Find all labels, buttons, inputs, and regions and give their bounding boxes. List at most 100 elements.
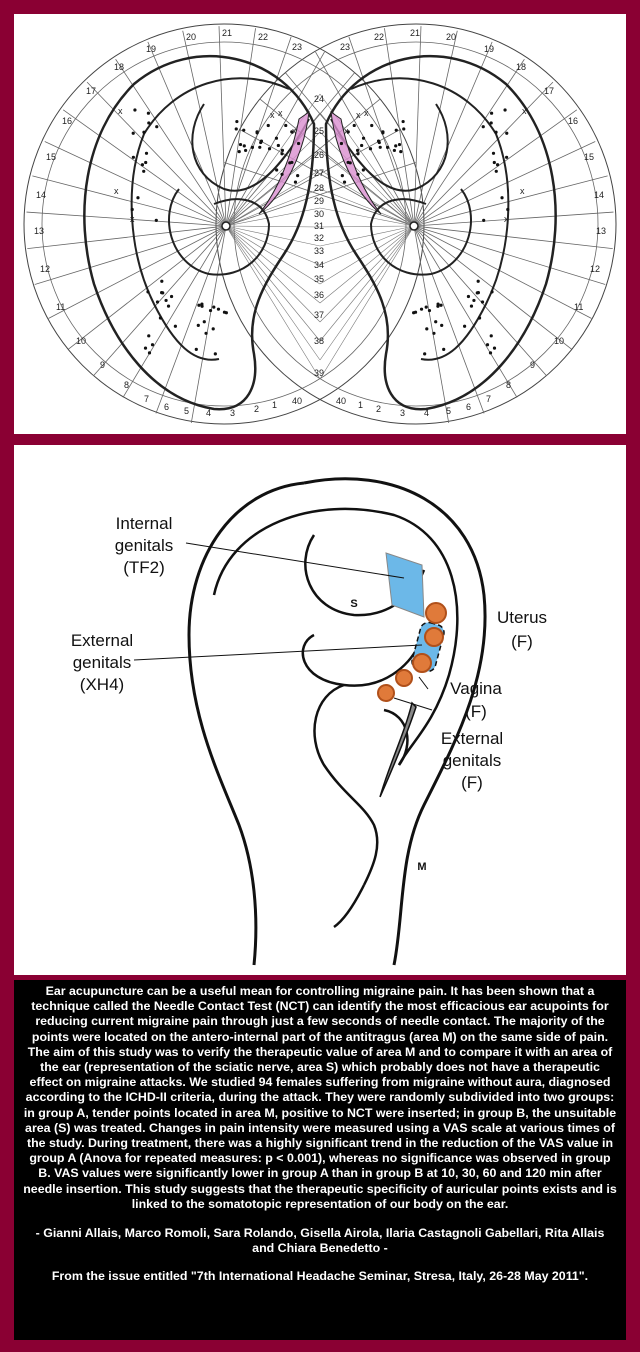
left-concha [168,188,271,276]
left-sector-5: 5 [184,406,189,416]
center-ray [225,225,321,323]
center-ray [225,225,321,285]
sector-ray [417,175,608,226]
acupoint-dot [370,123,374,128]
acupoint-dot [425,327,429,331]
center-sector-34: 34 [314,260,324,270]
svg-text:External: External [441,729,503,748]
sector-ray [44,141,223,225]
vagina-leader [418,676,429,690]
acupoint-dot [489,121,493,125]
acupoint-dot [160,279,164,283]
acupoint-dot [142,130,146,134]
right-sector-22: 22 [374,32,384,42]
center-ray [319,225,415,323]
ear-point-map-panel: 20 21 22 23 19 18 17 16 15 14 13 12 11 1… [14,14,626,434]
acupoint-dot [394,144,398,148]
center-sector-39: 39 [314,368,324,378]
acupoint-dot [402,127,406,131]
acupoint-dot [394,128,398,132]
acupoint-dot [376,139,381,143]
acupoint-dot [423,352,427,356]
acupoint-dot [147,121,151,125]
center-ray [225,188,321,227]
sector-ray [229,162,416,226]
acupoint-dot [276,143,280,148]
svg-text:(F): (F) [461,773,483,792]
x-marker: x [118,106,123,116]
ear-point-map: 20 21 22 23 19 18 17 16 15 14 13 12 11 1… [23,23,617,425]
acupoint-dot [490,290,494,294]
acupoint-dot [284,123,288,128]
center-sector-30: 30 [314,209,324,219]
svg-text:genitals: genitals [115,536,174,555]
left-sector-14: 14 [36,190,46,200]
center-sector-24: 24 [314,94,324,104]
svg-text:Vagina: Vagina [450,679,502,698]
center-sector-31: 31 [314,221,324,231]
acupoint-dot [150,343,155,347]
external-genitals-xh4-label: External genitals (XH4) [71,631,133,694]
sector-ray [155,229,225,414]
left-outer-circle [23,23,425,425]
sector-ray [416,81,554,224]
right-sector-4: 4 [424,408,429,418]
acupoint-dot [250,145,255,150]
right-sector-3: 3 [400,408,405,418]
right-antihelix [330,103,449,192]
left-sector-8: 8 [124,380,129,390]
x-marker: x [278,108,283,118]
svg-text:(TF2): (TF2) [123,558,165,577]
center-sector-28: 28 [314,183,324,193]
x-marker: x [356,110,361,120]
external-genitals-xh4-leader [133,644,423,661]
right-sector-20: 20 [446,32,456,42]
acupoint-dot [211,327,215,331]
left-sector-3: 3 [230,408,235,418]
x-marker: x [344,126,349,136]
left-center-point [221,221,231,231]
svg-text:genitals: genitals [73,653,132,672]
right-sector-12: 12 [590,264,600,274]
right-helix-inner [350,77,510,361]
right-sector-11: 11 [574,302,583,312]
sector-ray [122,229,225,398]
x-marker: x [130,214,135,224]
acupoint-dot [424,305,428,309]
left-inner-circle [41,41,407,407]
internal-genitals-leader [185,542,405,579]
acupoint-dot [147,351,152,355]
acupoint-dot [280,148,285,152]
left-sector-13: 13 [34,226,44,236]
center-ray [225,225,321,342]
acupoint-dot [427,308,432,313]
svg-text:(F): (F) [511,632,533,651]
acupoint-dot [381,131,385,135]
acupoint-dot [469,304,474,308]
left-sector-23: 23 [292,42,302,52]
sector-ray [115,59,225,223]
right-sector-2: 2 [376,404,381,414]
acupoint-dot [222,310,227,314]
acupoint-dot [173,324,177,328]
center-ray [225,150,321,227]
vagina-label: Vagina (F) [450,679,502,721]
sector-ray [415,229,485,414]
right-center-point [409,221,419,231]
acupoint-dot [361,168,365,172]
acupoint-dot [472,298,476,303]
right-ear-outline [324,54,557,411]
x-marker: x [292,126,297,136]
right-concha [369,188,472,276]
acupoint-dot [296,174,300,178]
acupoint-dot [481,125,485,129]
acupoint-dot [346,130,350,134]
acupoint-dot [346,160,350,165]
center-ray [319,225,415,361]
left-sector-15: 15 [46,152,56,162]
center-ray [319,188,415,227]
acupoint-dot [194,347,198,351]
acupoint-dot [432,331,436,335]
acupoint-dot [392,148,396,153]
center-ray [319,131,415,227]
